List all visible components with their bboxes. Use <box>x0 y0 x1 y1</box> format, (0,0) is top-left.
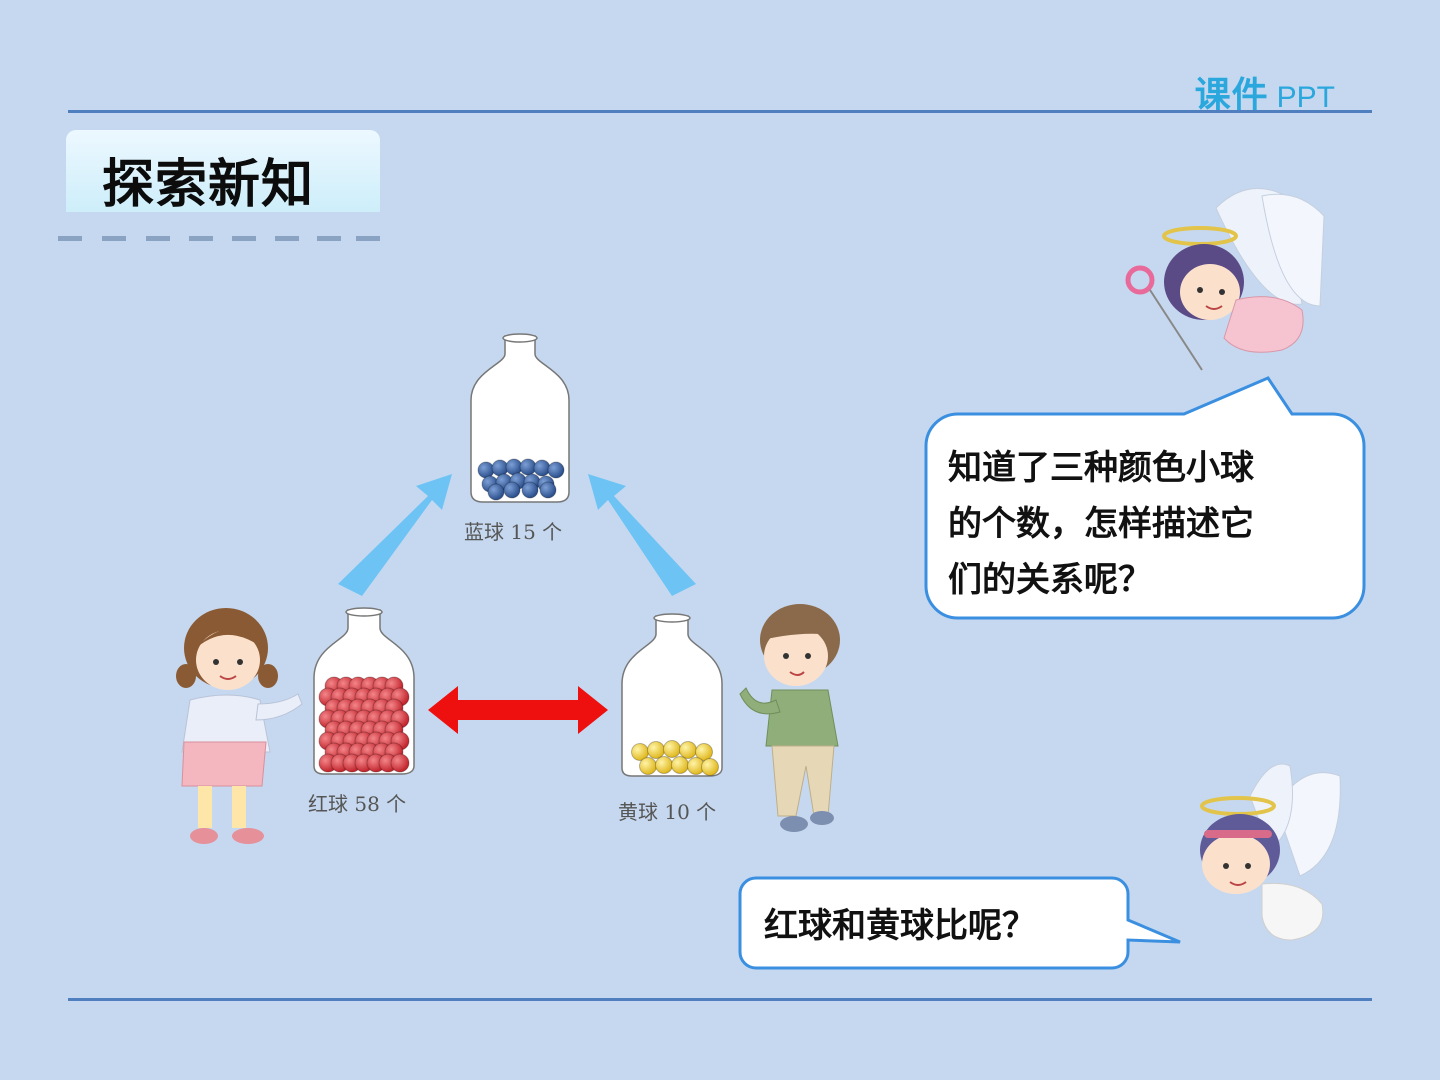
ball <box>503 481 521 499</box>
ball <box>487 483 505 501</box>
red-balls <box>318 676 410 773</box>
ball <box>663 740 681 758</box>
header-divider <box>68 110 1372 113</box>
ball <box>547 461 565 479</box>
ball <box>477 461 495 479</box>
angel-girl-character <box>1125 187 1325 371</box>
section-title-box: 探索新知 <box>66 130 380 215</box>
ball <box>533 459 551 477</box>
ball <box>647 741 665 759</box>
title-dashed-underline <box>58 236 380 242</box>
question-bubble-top <box>924 376 1366 620</box>
angel-boy-character <box>1200 763 1341 941</box>
section-title: 探索新知 <box>102 155 315 215</box>
ball <box>701 758 719 776</box>
yellow-jar-label: 黄球 10 个 <box>618 800 717 824</box>
footer-divider <box>68 998 1372 1001</box>
bubble-bottom-text: 红球和黄球比呢？ <box>764 906 1036 946</box>
ball <box>539 481 557 499</box>
blue-balls <box>477 458 565 501</box>
bubble-top-line3: 们的关系呢？ <box>948 560 1152 600</box>
ball <box>671 756 689 774</box>
question-bubble-bottom <box>738 876 1181 970</box>
red-jar-label: 红球 58 个 <box>308 792 407 816</box>
bubble-top-line1: 知道了三种颜色小球 <box>948 448 1254 488</box>
blue-jar-label: 蓝球 15 个 <box>464 520 563 544</box>
ball <box>639 757 657 775</box>
ball <box>521 481 539 499</box>
boy-character <box>739 604 840 832</box>
brand-logo-main: 课件 <box>1194 75 1269 116</box>
ball <box>655 756 673 774</box>
red-double-arrow <box>428 686 608 734</box>
girl-character <box>176 608 303 844</box>
arrow-yellow-to-blue <box>588 474 696 596</box>
ball <box>390 753 410 773</box>
brand-logo-sub: PPT <box>1276 81 1335 114</box>
yellow-jar <box>621 613 723 777</box>
arrow-red-to-blue <box>338 474 452 596</box>
ball <box>679 741 697 759</box>
yellow-balls <box>631 740 719 776</box>
ball <box>695 743 713 761</box>
bubble-top-line2: 的个数，怎样描述它 <box>948 504 1254 544</box>
